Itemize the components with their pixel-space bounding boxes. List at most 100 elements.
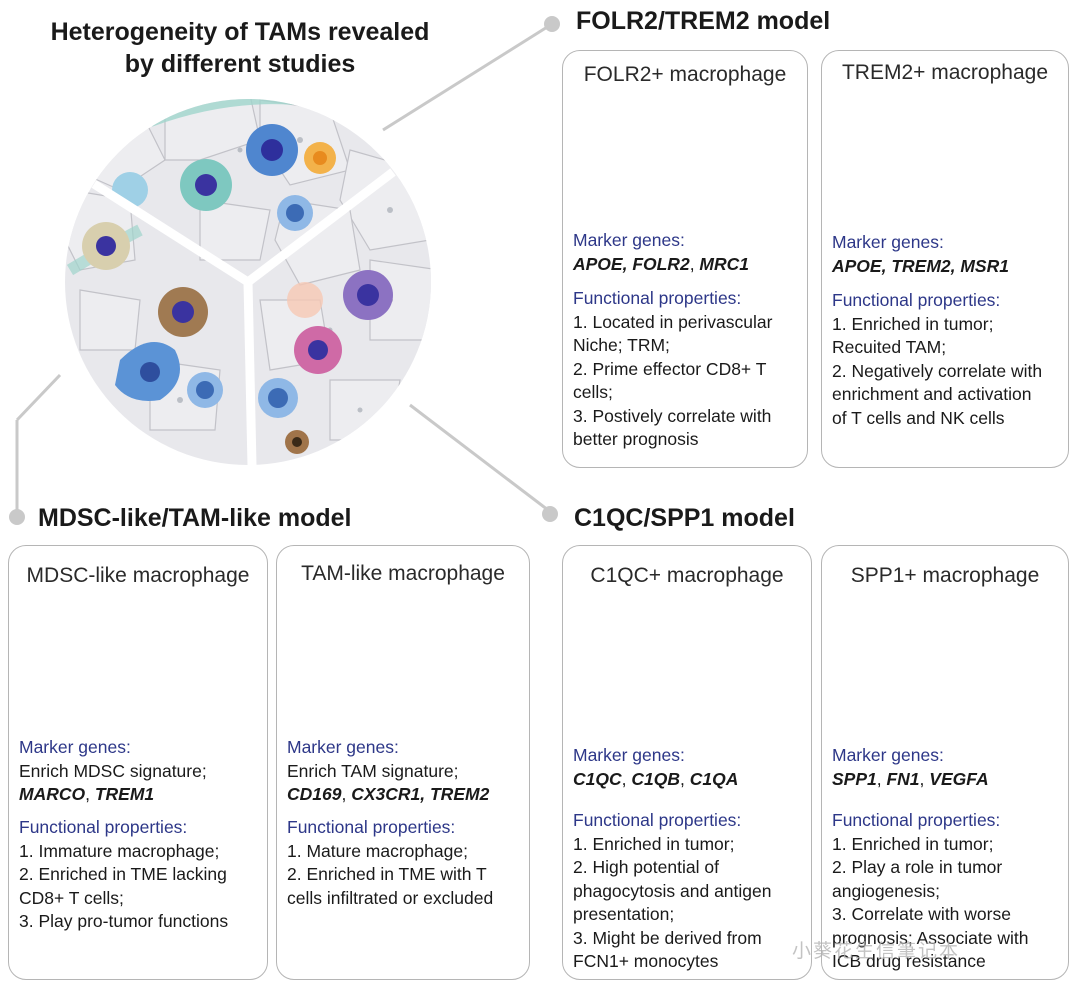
marker-genes-section: Marker genes:APOE, TREM2, MSR1 xyxy=(832,231,1062,278)
gene-name: TREM1 xyxy=(94,784,155,804)
marker-genes-heading: Marker genes: xyxy=(19,737,131,757)
gene-name: FN1 xyxy=(886,768,920,789)
marker-text: Enrich TAM signature; xyxy=(287,760,459,781)
functional-line: 3. Might be derived from xyxy=(573,927,762,948)
cell-blue-right xyxy=(258,378,298,418)
marker-line: APOE, TREM2, MSR1 xyxy=(832,255,1062,279)
functional-properties-section: Functional properties:1. Enriched in tum… xyxy=(832,289,1062,430)
functional-line: 1. Mature macrophage; xyxy=(287,840,468,861)
functional-line: presentation; xyxy=(573,904,675,924)
marker-genes-section: Marker genes:APOE, FOLR2, MRC1 xyxy=(573,229,801,276)
functional-line: enrichment and activation xyxy=(832,384,1032,404)
panel-title: FOLR2+ macrophage xyxy=(583,63,787,86)
cell-tam-small xyxy=(158,287,208,337)
marker-line: Enrich TAM signature; xyxy=(287,760,523,784)
functional-line: 1. Immature macrophage; xyxy=(19,840,220,861)
gene-name: VEGFA xyxy=(929,768,989,789)
marker-line: APOE, FOLR2, MRC1 xyxy=(573,253,801,277)
main-title: Heterogeneity of TAMs revealed by differ… xyxy=(50,18,430,78)
watermark: 小葵花生信筆记本 xyxy=(792,941,961,962)
functional-properties-section: Functional properties: 1. Immature macrop… xyxy=(19,816,261,934)
functional-properties-heading: Functional properties: xyxy=(573,810,742,830)
functional-line: 2. Enriched in TME with T xyxy=(287,864,487,884)
connector-lines xyxy=(15,22,553,517)
marker-line: C1QC, C1QB, C1QA xyxy=(573,768,805,792)
marker-text: , xyxy=(85,784,95,804)
functional-line: 2. Negatively correlate with xyxy=(832,360,1043,381)
functional-properties-heading: Functional properties: xyxy=(19,817,188,837)
connector-dots xyxy=(9,16,560,525)
panel-title: TAM-like macrophage xyxy=(301,562,505,585)
functional-properties-heading: Functional properties: xyxy=(287,817,456,837)
functional-line: of T cells and NK cells xyxy=(832,407,1005,428)
functional-line: angiogenesis; xyxy=(832,880,940,901)
marker-genes-section: Marker genes: C1QC, C1QB, C1QA xyxy=(573,744,805,791)
functional-line: phagocytosis and antigen xyxy=(573,880,772,901)
marker-text: , xyxy=(919,768,930,789)
functional-line: 1. Enriched in tumor; xyxy=(832,833,994,854)
marker-genes-heading: Marker genes: xyxy=(832,745,944,765)
cell-trem2-small xyxy=(246,124,298,176)
functional-line: 2. Prime effector CD8+ T xyxy=(573,358,767,379)
functional-properties-section: Functional properties:1. Enriched in tum… xyxy=(573,809,805,974)
marker-genes-heading: Marker genes: xyxy=(573,745,685,765)
marker-text: , xyxy=(876,768,887,789)
functional-properties-section: Functional properties: 1. Enriched in tum… xyxy=(832,809,1062,974)
functional-line: 2. Play a role in tumor xyxy=(832,857,1003,877)
functional-line: prognosis; Associate with xyxy=(832,927,1029,948)
gene-name: CX3CR1, TREM2 xyxy=(351,784,490,804)
functional-properties-heading: Functional properties: xyxy=(832,290,1001,310)
functional-line: FCN1+ monocytes xyxy=(573,951,719,971)
functional-line: cells; xyxy=(573,382,613,402)
panel-title: SPP1+ macrophage xyxy=(850,564,1040,587)
functional-line: cells infiltrated or excluded xyxy=(287,887,494,908)
functional-line: better prognosis xyxy=(573,429,699,449)
gene-name: APOE, TREM2, MSR1 xyxy=(832,255,1009,276)
functional-line: Niche; TRM; xyxy=(573,335,670,355)
marker-text: , xyxy=(621,768,632,789)
functional-line: ICB drug resistance xyxy=(832,951,986,971)
gene-name: C1QA xyxy=(689,768,739,789)
panel-title: MDSC-like macrophage xyxy=(26,564,250,587)
cell-spp1-small xyxy=(343,270,393,320)
functional-line: 3. Play pro-tumor functions xyxy=(19,911,229,931)
panel-title: TREM2+ macrophage xyxy=(841,61,1048,84)
marker-line: SPP1, FN1, VEGFA xyxy=(832,768,1062,792)
model-title-c1qc-spp1: C1QC/SPP1 model xyxy=(574,504,795,532)
functional-line: 2. Enriched in TME lacking xyxy=(19,864,227,884)
gene-name: C1QC xyxy=(573,768,622,789)
gene-name: MRC1 xyxy=(699,253,750,274)
functional-properties-heading: Functional properties: xyxy=(573,288,742,308)
gene-name: C1QB xyxy=(631,768,680,789)
marker-genes-heading: Marker genes: xyxy=(287,737,399,757)
panel-title: C1QC+ macrophage xyxy=(590,564,784,587)
model-title-mdsc-tam: MDSC-like/TAM-like model xyxy=(38,504,352,532)
functional-properties-heading: Functional properties: xyxy=(832,810,1001,830)
marker-line: Enrich MDSC signature; xyxy=(19,760,261,784)
marker-text: , xyxy=(679,768,690,789)
functional-line: 1. Located in perivascular xyxy=(573,311,773,332)
cell-blue-low xyxy=(187,372,223,408)
gene-name: CD169 xyxy=(287,784,342,804)
gene-name: APOE, FOLR2 xyxy=(573,253,690,274)
cell-dendritic xyxy=(115,342,180,401)
cell-blue-round xyxy=(277,195,313,231)
functional-line: 3. Correlate with worse xyxy=(832,904,1011,924)
marker-genes-section: Marker genes: SPP1, FN1, VEGFA xyxy=(832,744,1062,791)
marker-genes-section: Marker genes:Enrich MDSC signature;MARCO… xyxy=(19,736,261,807)
cell-mdsc-small xyxy=(82,222,130,270)
functional-properties-section: Functional properties: 1. Mature macropha… xyxy=(287,816,523,910)
functional-line: 2. High potential of xyxy=(573,857,719,877)
cell-yellow xyxy=(304,142,336,174)
marker-genes-section: Marker genes:Enrich TAM signature;CD169,… xyxy=(287,736,523,807)
cell-peach xyxy=(287,282,323,318)
functional-properties-section: Functional properties: 1. Located in peri… xyxy=(573,287,801,452)
cell-c1qc-small xyxy=(294,326,342,374)
cell-brown xyxy=(285,430,309,454)
marker-text: , xyxy=(689,253,700,274)
